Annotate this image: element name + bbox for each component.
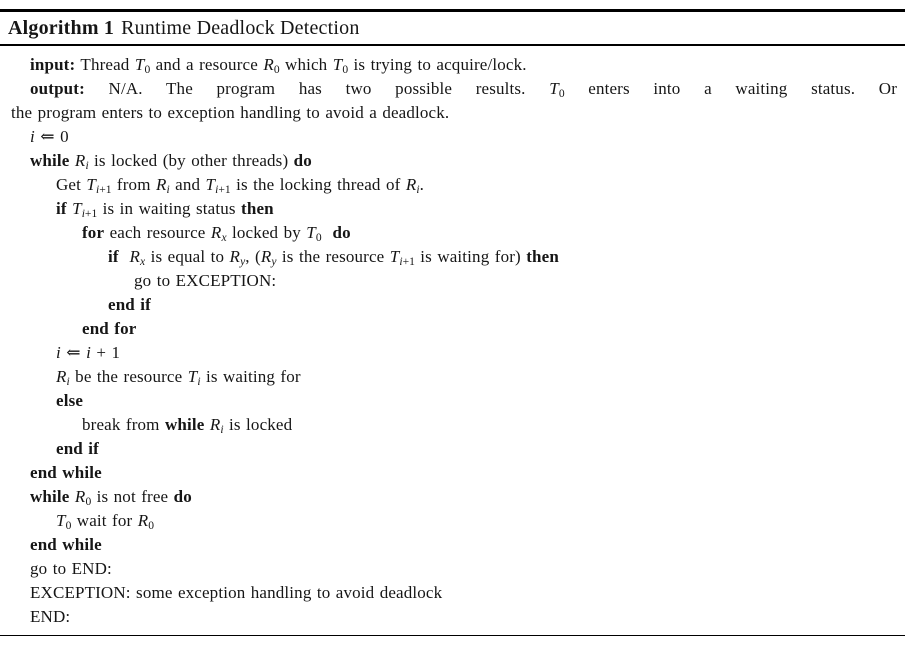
bottom-rule [0, 634, 905, 636]
math-var: R [129, 246, 141, 266]
keyword: output: [30, 78, 85, 98]
math-var: T [306, 222, 316, 242]
math-var: T [86, 174, 97, 194]
math-subscript: i [66, 374, 70, 388]
algo-line: EXCEPTION: some exception handling to av… [30, 582, 443, 602]
keyword: if [108, 246, 119, 266]
algo-line: end for [82, 317, 897, 341]
math-subscript: x [140, 254, 146, 268]
algo-line: input: Thread T0 and a resource R0 which… [30, 54, 527, 76]
math-var: R [210, 222, 222, 242]
math-var: R [74, 486, 86, 506]
math-var: T [56, 510, 66, 530]
algorithm-body: input: Thread T0 and a resource R0 which… [0, 46, 909, 635]
keyword: while [30, 486, 70, 506]
math-var: R [209, 414, 221, 434]
math-var: i [30, 126, 35, 146]
math-subscript: 0 [273, 62, 280, 76]
math-var: i [86, 342, 91, 362]
keyword: while [164, 414, 205, 434]
math-var: T [134, 54, 145, 74]
algo-line: while R0 is not free do [30, 486, 192, 508]
algo-line: the program enters to exception handling… [11, 102, 450, 122]
math-var: T [332, 54, 343, 74]
math-var: T [389, 246, 400, 266]
math-subscript: 0 [144, 62, 151, 76]
math-var: R [229, 246, 241, 266]
math-subscript: i+1 [215, 182, 231, 196]
math-subscript: i+1 [399, 254, 415, 268]
algo-line: if Rx is equal to Ry, (Ry is the resourc… [108, 246, 559, 268]
algo-line: else [56, 389, 897, 413]
math-subscript: i [220, 422, 224, 436]
keyword: do [293, 150, 312, 170]
algo-line: for each resource Rx locked by T0 do [82, 222, 351, 244]
algo-line: END: [30, 606, 71, 626]
algo-line: end if [56, 437, 897, 461]
algo-line: i ⇐ 0 [30, 126, 69, 146]
math-var: R [155, 174, 167, 194]
math-var: R [263, 54, 274, 74]
algo-line: while Ri is locked (by other threads) do [30, 150, 312, 172]
math-subscript: 0 [315, 230, 322, 244]
algo-line: Get Ti+1 from Ri and Ti+1 is the locking… [56, 174, 424, 196]
keyword: then [241, 198, 274, 218]
math-var: i [56, 342, 61, 362]
algorithm-title: Algorithm 1 Runtime Deadlock Detection [0, 12, 909, 44]
math-subscript: i+1 [96, 182, 112, 196]
math-subscript: y [271, 254, 277, 268]
math-var: R [56, 366, 67, 386]
math-subscript: 0 [148, 518, 155, 532]
algo-line: end if [108, 293, 897, 317]
keyword: then [526, 246, 559, 266]
algo-line: go to END: [30, 558, 112, 578]
math-subscript: x [221, 230, 227, 244]
math-var: T [205, 174, 216, 194]
math-subscript: 0 [342, 62, 349, 76]
keyword: do [332, 222, 351, 242]
math-subscript: y [240, 254, 246, 268]
math-subscript: i [166, 182, 170, 196]
algo-line: end while [30, 533, 897, 557]
keyword: while [30, 150, 70, 170]
algorithm-name: Runtime Deadlock Detection [121, 17, 360, 39]
math-var: T [549, 78, 559, 98]
keyword: input: [30, 54, 76, 74]
math-subscript: i [416, 182, 420, 196]
math-var: R [74, 150, 86, 170]
keyword: else [56, 390, 84, 410]
math-var: R [137, 510, 149, 530]
algo-line: break from while Ri is locked [82, 414, 293, 436]
algo-line: end while [30, 461, 897, 485]
math-subscript: 0 [558, 86, 565, 100]
algo-line: i ⇐ i + 1 [56, 342, 121, 362]
algo-line: if Ti+1 is in waiting status then [56, 198, 274, 220]
keyword: end while [30, 462, 102, 482]
math-var: T [187, 366, 198, 386]
keyword: end if [56, 438, 99, 458]
algo-line: T0 wait for R0 [56, 510, 155, 532]
math-subscript: 0 [85, 494, 92, 508]
keyword: for [82, 222, 105, 242]
math-var: R [260, 246, 272, 266]
math-subscript: 0 [65, 518, 72, 532]
keyword: end if [108, 294, 151, 314]
keyword: do [173, 486, 192, 506]
keyword: end while [30, 534, 102, 554]
algo-line: output: N/A. The program has two possibl… [30, 78, 898, 100]
algo-line: Ri be the resource Ti is waiting for [56, 366, 301, 388]
title-rule [0, 44, 905, 46]
math-var: R [405, 174, 417, 194]
math-subscript: i [85, 158, 89, 172]
math-var: T [72, 198, 82, 218]
keyword: end for [82, 318, 137, 338]
top-rule [0, 9, 905, 12]
keyword: if [56, 198, 67, 218]
algo-line: go to EXCEPTION: [134, 270, 277, 290]
math-subscript: i [197, 374, 201, 388]
math-subscript: i+1 [81, 206, 98, 220]
algorithm-label: Algorithm 1 [8, 17, 115, 39]
